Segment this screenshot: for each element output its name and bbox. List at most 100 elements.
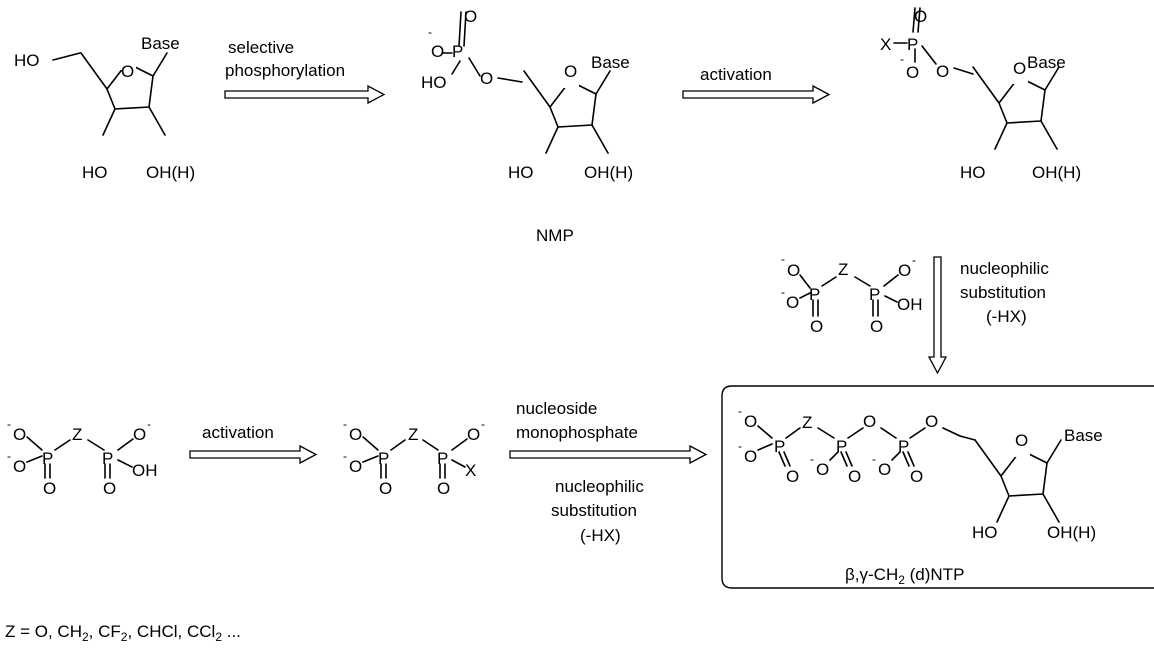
bridge-z: Z	[72, 425, 82, 444]
label-ho: HO	[14, 51, 40, 70]
phosphorus: P	[437, 449, 448, 468]
charge-minus: -	[738, 439, 742, 453]
product-triphosphate: - O - O P Z P O P O - O - O O O O	[738, 404, 976, 486]
bisphosphonate-reagent: - O - O P Z P O - OH O O	[781, 252, 923, 336]
label-ho: HO	[972, 523, 998, 542]
charge-minus: -	[781, 285, 785, 299]
oxo-oxygen: O	[786, 467, 799, 486]
arrow-label: nucleoside	[516, 399, 597, 418]
label-base: Base	[591, 53, 630, 72]
compound-nmp: - O P O HO O O Base HO OH(H) NMP	[421, 7, 633, 245]
footnote-z-definition: Z = O, CH2, CF2, CHCl, CCl2 ...	[5, 622, 241, 644]
charge-minus: -	[428, 25, 432, 39]
ring-oxygen: O	[564, 62, 577, 81]
compound-activated-nmp: X P O - O O O Base HO OH(H)	[880, 7, 1081, 182]
reaction-arrow	[509, 444, 708, 465]
bisphosphonate-start: - O - O P Z P O - OH O O	[7, 417, 158, 498]
phosphorus: P	[378, 449, 389, 468]
arrow-label: nucleophilic	[555, 477, 644, 496]
footnote-subscript: 2	[215, 630, 222, 644]
oxygen-anion: O	[786, 293, 799, 312]
charge-minus: -	[7, 449, 11, 463]
oxo-oxygen: O	[464, 7, 477, 26]
bridge-z: Z	[802, 413, 812, 432]
nucleoside: HO O Base HO OH(H)	[14, 34, 195, 182]
footnote-part: , CF	[89, 622, 121, 641]
phosphorus: P	[42, 449, 53, 468]
arrow-nucleophilic-substitution-down: nucleophilic substitution (-HX)	[927, 256, 1049, 375]
oxygen-anion: O	[349, 425, 362, 444]
arrow-label: substitution	[551, 501, 637, 520]
phosphorus: P	[452, 42, 463, 61]
label-base: Base	[141, 34, 180, 53]
arrow-nucleoside-monophosphate: nucleoside monophosphate nucleophilic su…	[509, 399, 708, 545]
oxygen-anion: O	[898, 261, 911, 280]
ring-oxygen: O	[1013, 59, 1026, 78]
product-label-subscript: 2	[898, 573, 905, 587]
phosphorus: P	[102, 449, 113, 468]
arrow-label: selective	[228, 38, 294, 57]
phosphorus: P	[907, 35, 918, 54]
oxo-oxygen: O	[379, 479, 392, 498]
arrow-label: monophosphate	[516, 423, 638, 442]
label-ho: HO	[82, 163, 108, 182]
charge-minus: -	[912, 253, 916, 267]
compound-label-nmp: NMP	[536, 226, 574, 245]
oxo-oxygen: O	[437, 479, 450, 498]
oxygen-anion: O	[349, 457, 362, 476]
arrow-label: phosphorylation	[225, 61, 345, 80]
charge-minus: -	[872, 452, 876, 466]
phosphorus: P	[836, 437, 847, 456]
arrow-label: (-HX)	[986, 307, 1027, 326]
label-base: Base	[1064, 426, 1103, 445]
oxygen-anion: O	[133, 425, 146, 444]
arrow-activation-1: activation	[682, 65, 831, 105]
ester-oxygen: O	[936, 62, 949, 81]
oxygen-anion: O	[13, 457, 26, 476]
charge-minus: -	[343, 449, 347, 463]
ring-oxygen: O	[1015, 431, 1028, 450]
phosphorus: P	[809, 285, 820, 304]
oxo-oxygen: O	[103, 479, 116, 498]
label-ho: HO	[421, 73, 447, 92]
label-oh-h: OH(H)	[584, 163, 633, 182]
footnote-subscript: 2	[82, 630, 89, 644]
arrow-label: (-HX)	[580, 526, 621, 545]
label-oh-h: OH(H)	[146, 163, 195, 182]
oxygen-anion: O	[431, 42, 444, 61]
charge-minus: -	[781, 252, 785, 266]
charge-minus: -	[481, 417, 485, 431]
footnote-subscript: 2	[121, 630, 128, 644]
charge-minus: -	[147, 417, 151, 431]
oxo-oxygen: O	[914, 7, 927, 26]
label-ho: HO	[508, 163, 534, 182]
ester-oxygen: O	[925, 412, 938, 431]
product-box: - O - O P Z P O P O - O - O O O O O Base…	[721, 385, 1154, 589]
label-oh: OH	[897, 295, 923, 314]
bridge-z: Z	[408, 425, 418, 444]
oxygen-anion: O	[744, 447, 757, 466]
oxo-oxygen: O	[848, 467, 861, 486]
ring-oxygen: O	[121, 62, 134, 81]
reaction-arrow	[682, 84, 831, 105]
phosphorus: P	[898, 437, 909, 456]
oxygen-anion: O	[13, 425, 26, 444]
bridge-oxygen: O	[863, 412, 876, 431]
oxo-oxygen: O	[910, 467, 923, 486]
label-oh-h: OH(H)	[1047, 523, 1096, 542]
oxygen-anion: O	[744, 412, 757, 431]
oxygen-anion: O	[906, 63, 919, 82]
oxo-oxygen: O	[870, 317, 883, 336]
reaction-arrow	[927, 256, 948, 375]
charge-minus: -	[810, 452, 814, 466]
label-oh: OH	[132, 461, 158, 480]
oxygen-anion: O	[787, 261, 800, 280]
oxygen-anion: O	[816, 460, 829, 479]
leaving-group-x: X	[465, 461, 476, 480]
activated-bisphosphonate: - O - O P Z P O - X O O	[343, 417, 485, 498]
charge-minus: -	[738, 404, 742, 418]
footnote-part: ...	[222, 622, 241, 641]
label-ho: HO	[960, 163, 986, 182]
label-base: Base	[1027, 53, 1066, 72]
product-label-suffix: (d)NTP	[905, 565, 965, 584]
